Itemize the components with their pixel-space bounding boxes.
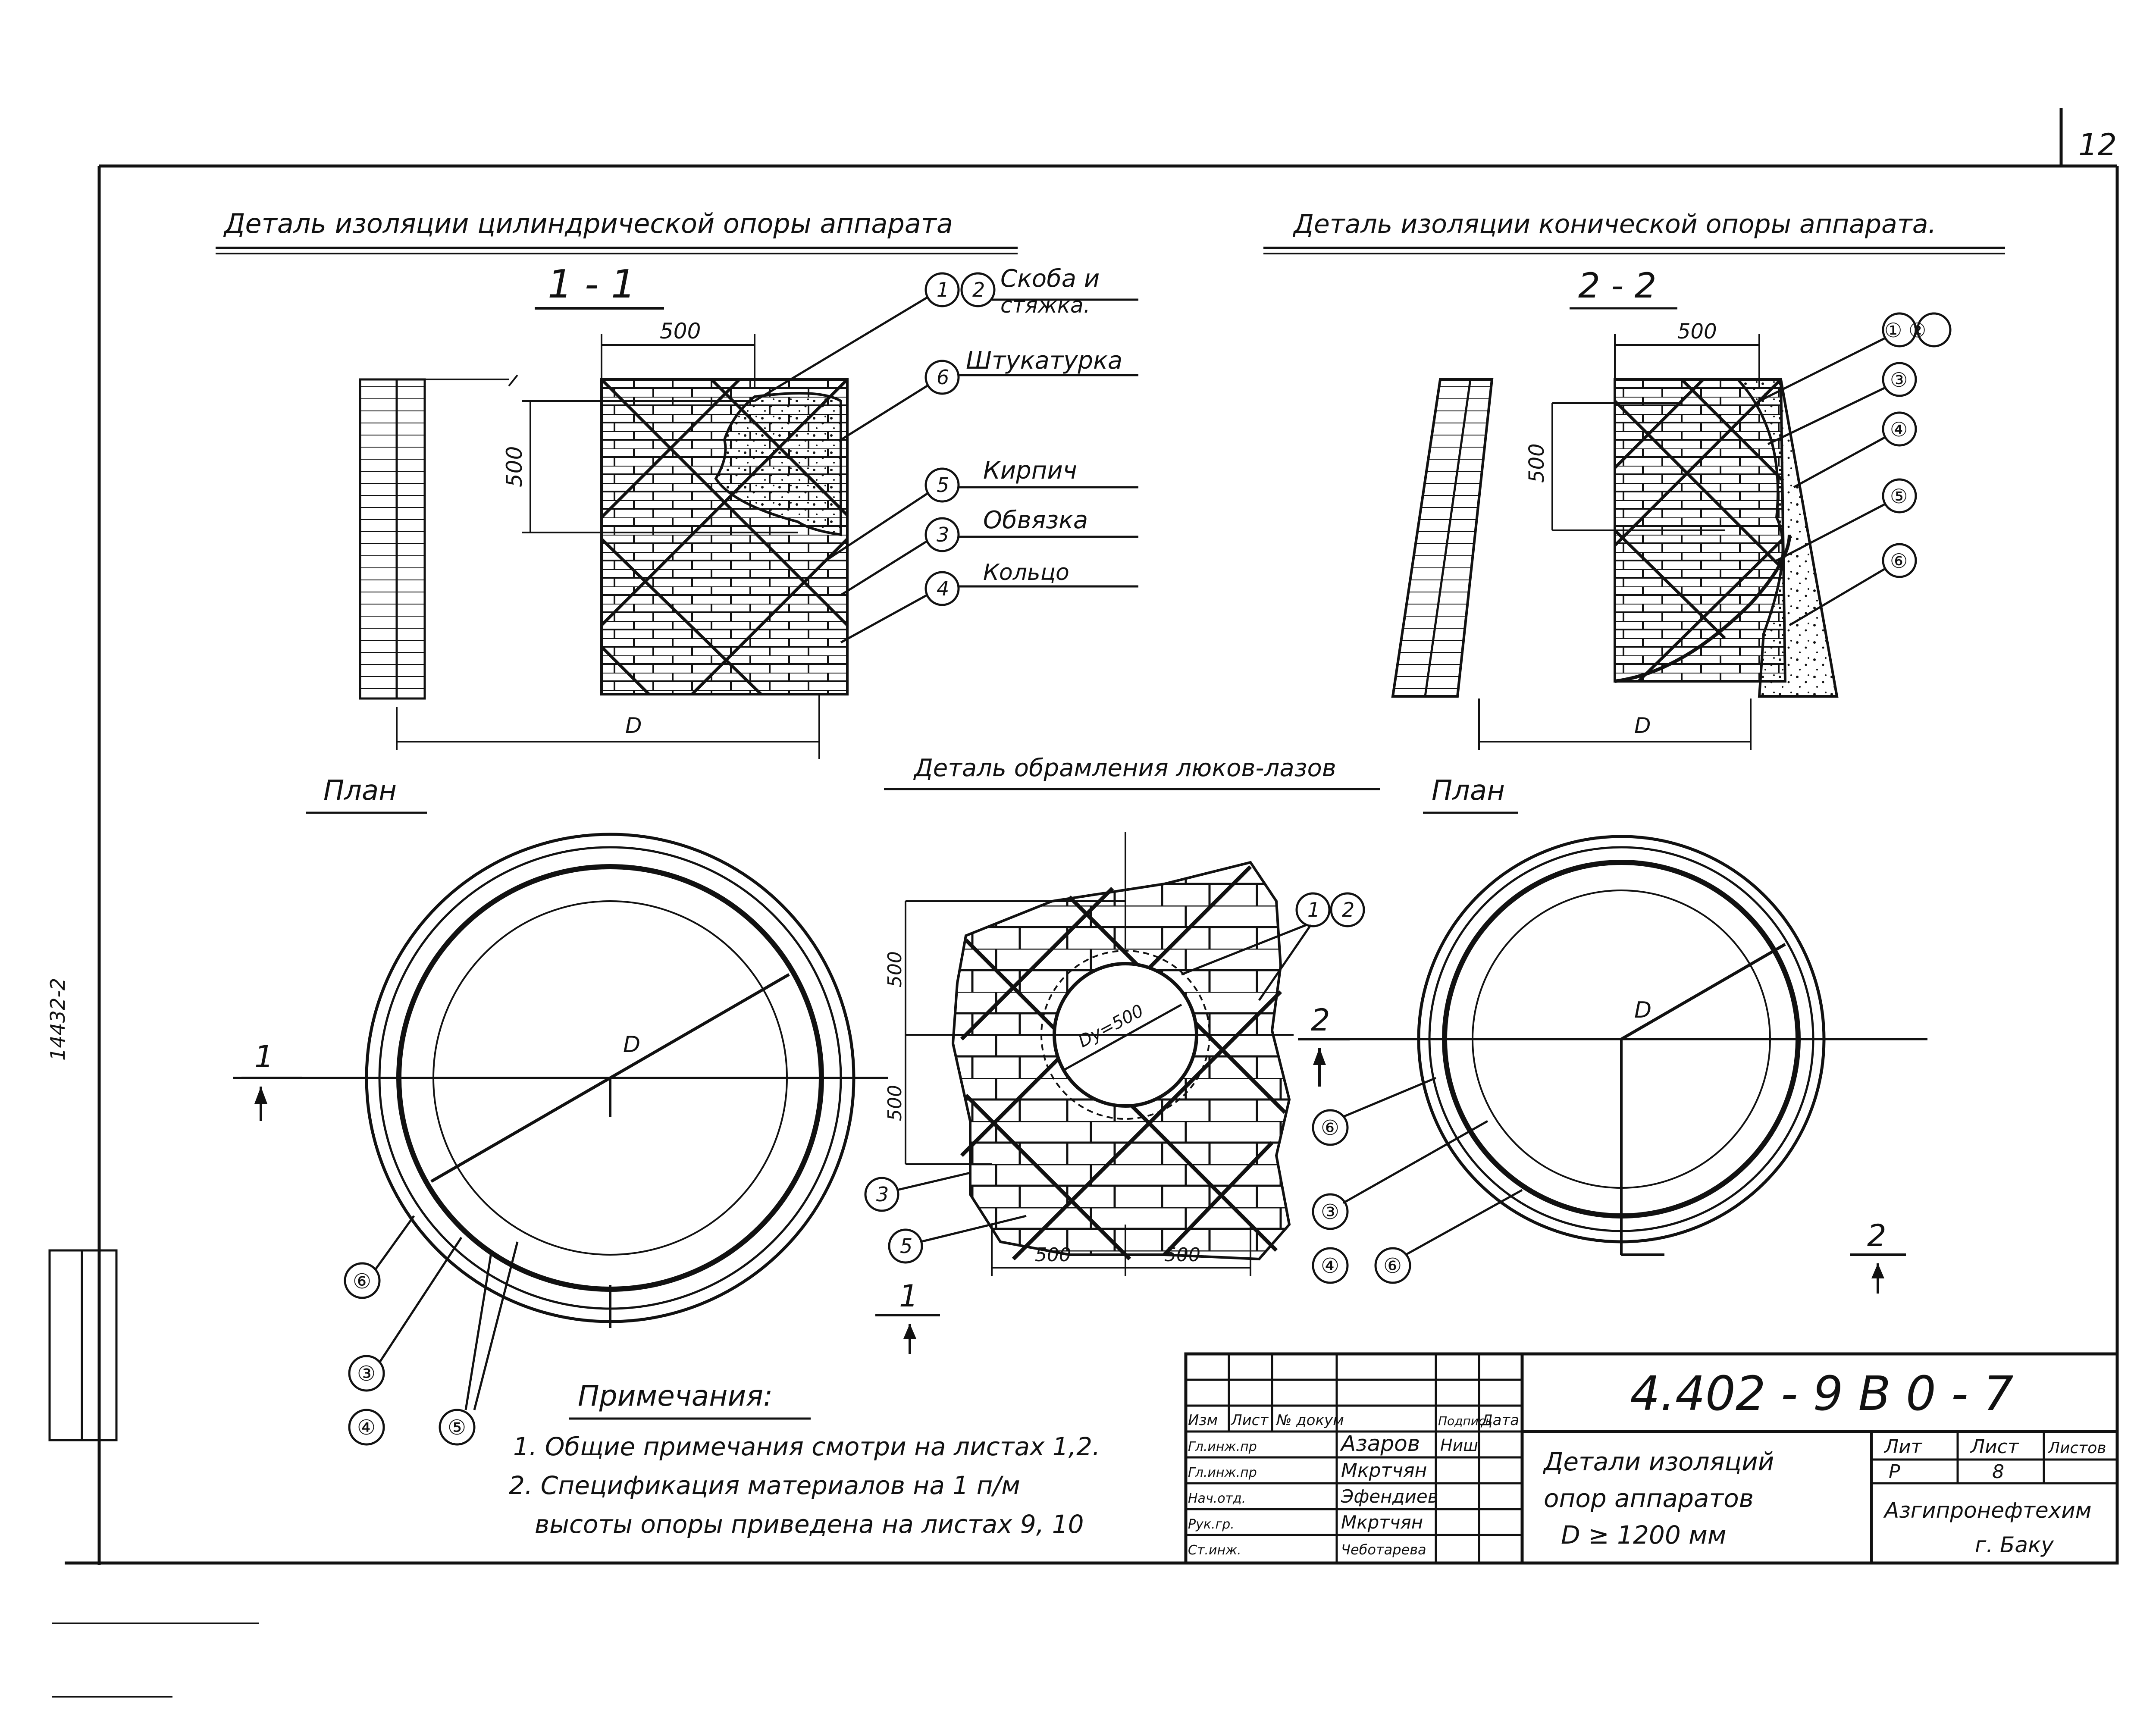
callout-3-text: Обвязка — [983, 506, 1088, 534]
hatch-dim-h2: 500 — [1164, 1244, 1200, 1266]
plan-dim-D-2: D — [1634, 997, 1651, 1023]
dim-D-1: D — [625, 713, 642, 738]
svg-text:3: 3 — [876, 1183, 889, 1206]
notes-title: Примечания: — [578, 1379, 773, 1413]
note-1: 1. Общие примечания смотри на листах 1,2… — [513, 1432, 1100, 1461]
tb-role-0: Гл.инж.пр — [1188, 1439, 1257, 1454]
dim-500-v-2: 500 — [1525, 443, 1549, 483]
conical-detail: Деталь изоляции конической опоры аппарат… — [1263, 209, 2005, 1294]
svg-text:1: 1 — [937, 278, 949, 301]
conical-callout-6: ⑥ — [1890, 549, 1908, 573]
tb-name-0: Азаров — [1340, 1431, 1420, 1456]
plan-label-2: План — [1432, 775, 1505, 807]
tb-sheets-label: Листов — [2047, 1439, 2106, 1457]
section-mark-2-left: 2 — [1311, 1002, 1330, 1038]
title-block-code: 4.402 - 9 В 0 - 7 — [1630, 1366, 2014, 1421]
sheet-number: 12 — [2078, 127, 2117, 163]
svg-text:2: 2 — [1342, 898, 1354, 921]
conical-plan-mark-4: ④ — [1321, 1254, 1339, 1278]
conical-title: Деталь изоляции конической опоры аппарат… — [1292, 209, 1937, 239]
note-2a: 2. Спецификация материалов на 1 п/м — [509, 1471, 1020, 1500]
title-block — [1184, 1352, 2119, 1565]
callout-6-text: Штукатурка — [966, 347, 1122, 375]
tb-role-4: Ст.инж. — [1188, 1543, 1241, 1558]
hatch-dim-v2: 500 — [884, 1085, 906, 1121]
conical-plan-mark-6b: ⑥ — [1383, 1254, 1402, 1278]
plan-mark-3: ③ — [357, 1362, 376, 1386]
side-stamp: 14432-2 — [46, 978, 69, 1061]
hatch-title: Деталь обрамления люков-лазов — [913, 754, 1336, 782]
cylindrical-detail: Деталь изоляции цилиндрической опоры апп… — [216, 208, 1138, 1446]
svg-text:5: 5 — [900, 1234, 912, 1258]
tb-head-doc: № докум — [1275, 1412, 1344, 1429]
tb-head-izm: Изм — [1188, 1412, 1218, 1429]
conical-callout-4: ④ — [1890, 418, 1908, 441]
conical-callout-5: ⑤ — [1890, 485, 1908, 508]
tb-lit-label: Лит — [1883, 1436, 1923, 1458]
tb-sign-0: Ниш — [1440, 1436, 1478, 1455]
tb-lit-value: Р — [1889, 1461, 1900, 1483]
dim-500-h-1: 500 — [660, 319, 701, 344]
tb-desc-2: опор аппаратов — [1544, 1484, 1754, 1513]
tb-org-1: Азгипронефтехим — [1883, 1498, 2091, 1523]
plan-mark-5: ⑤ — [448, 1416, 466, 1440]
cylindrical-title: Деталь изоляции цилиндрической опоры апп… — [223, 208, 953, 239]
section-mark-1-bottom: 1 — [899, 1278, 918, 1314]
dim-D-2: D — [1634, 713, 1651, 738]
dim-500-v-1: 500 — [502, 446, 527, 487]
callout-5-text: Кирпич — [983, 457, 1077, 485]
hatch-dim-v1: 500 — [884, 951, 906, 987]
svg-text:6: 6 — [937, 366, 949, 389]
conical-plaster — [1735, 378, 1839, 698]
tb-org-2: г. Баку — [1975, 1532, 2054, 1557]
hatch-dim-h1: 500 — [1035, 1244, 1071, 1266]
tb-name-2: Эфендиев — [1341, 1486, 1438, 1507]
section-2-2-label: 2 - 2 — [1578, 266, 1657, 306]
plan-mark-4: ④ — [357, 1416, 376, 1440]
tb-role-3: Рук.гр. — [1188, 1517, 1235, 1532]
tb-role-2: Нач.отд. — [1188, 1491, 1246, 1506]
svg-text:1: 1 — [1307, 898, 1320, 921]
tb-sheet-value: 8 — [1992, 1461, 2004, 1483]
svg-text:3: 3 — [937, 523, 949, 546]
section-mark-2-right: 2 — [1867, 1218, 1887, 1253]
plaster-patch — [714, 392, 842, 536]
callout-1-2-text-b: стяжка. — [1000, 293, 1090, 318]
plan-circle-1 — [233, 833, 888, 1328]
tb-head-sign: Подпись — [1438, 1414, 1492, 1428]
tb-head-list: Лист — [1230, 1412, 1269, 1429]
svg-text:2: 2 — [972, 278, 985, 301]
tb-sheet-label: Лист — [1970, 1436, 2019, 1458]
section-mark-1-left: 1 — [254, 1039, 274, 1074]
conical-callout-3: ③ — [1890, 368, 1908, 392]
shell-wall — [359, 378, 426, 700]
notes: Примечания: 1. Общие примечания смотри н… — [509, 1379, 1100, 1539]
plan-mark-6: ⑥ — [353, 1269, 371, 1294]
tb-name-1: Мкртчян — [1341, 1460, 1427, 1482]
plan-circle-2 — [1350, 835, 1927, 1256]
tb-role-1: Гл.инж.пр — [1188, 1465, 1257, 1480]
plan-dim-D-1: D — [623, 1032, 640, 1058]
plan-label-1: План — [323, 775, 397, 807]
tb-desc-1: Детали изоляций — [1542, 1447, 1774, 1476]
section-1-1-label: 1 - 1 — [548, 262, 636, 307]
note-2b: высоты опоры приведена на листах 9, 10 — [535, 1510, 1084, 1539]
tb-name-4: Чеботарева — [1341, 1541, 1426, 1558]
tb-head-date: Дата — [1480, 1412, 1519, 1429]
tb-name-3: Мкртчян — [1341, 1512, 1423, 1533]
hatch-detail: Деталь обрамления люков-лазов Dy=500 — [864, 754, 1380, 1354]
tb-desc-3: D ≥ 1200 мм — [1561, 1520, 1727, 1550]
conical-wall — [1391, 378, 1494, 698]
dim-500-h-2: 500 — [1677, 320, 1717, 344]
svg-text:4: 4 — [937, 577, 949, 600]
svg-text:5: 5 — [937, 473, 949, 497]
conical-callout-12: ① ② — [1884, 319, 1926, 342]
callout-1-2-text-a: Скоба и — [1000, 265, 1100, 293]
conical-plan-mark-3: ③ — [1321, 1200, 1339, 1224]
callout-4-text: Кольцо — [983, 560, 1069, 586]
conical-plan-mark-6a: ⑥ — [1321, 1116, 1339, 1140]
